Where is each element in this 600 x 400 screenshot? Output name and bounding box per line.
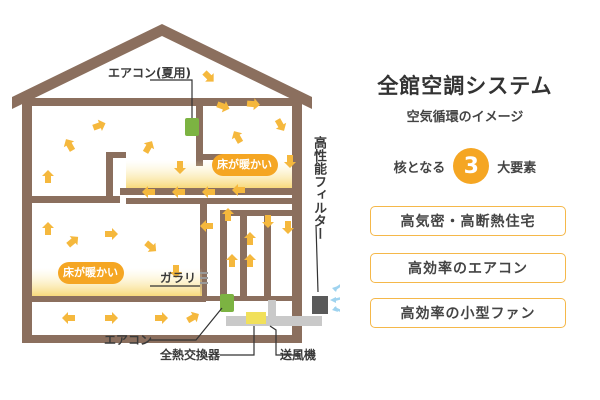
- aircon-label: エアコン: [104, 333, 153, 347]
- core-prefix: 核となる: [393, 160, 446, 176]
- house-diagram: [12, 24, 340, 356]
- warm-badge-upper: [212, 154, 278, 176]
- gallery-vent: [200, 272, 208, 284]
- floor-warm-upper-text: 床が暖かい: [217, 158, 272, 171]
- blower-unit: [246, 312, 266, 324]
- heat-exchanger-unit: [312, 296, 328, 314]
- aircon-unit: [220, 294, 234, 312]
- element-box-2: 高効率のエアコン: [370, 253, 566, 283]
- duct-pipe: [226, 316, 322, 326]
- heat-exchanger-label: 全熱交換器: [160, 348, 221, 362]
- aircon-summer-unit: [185, 118, 199, 136]
- duct-pipe-vertical: [268, 300, 276, 320]
- filter-label: 高性能フィルター: [311, 136, 326, 240]
- leader-lines: [150, 79, 319, 356]
- core-elements-heading: 核となる 3 大要素: [360, 146, 570, 186]
- page-subtitle: 空気循環のイメージ: [406, 110, 524, 125]
- blower-label: 送風機: [280, 348, 317, 362]
- warm-badge-lower: [58, 262, 124, 284]
- core-suffix: 大要素: [497, 160, 537, 176]
- gallery-label: ガラリ: [160, 271, 197, 285]
- page-title: 全館空調システム: [377, 74, 553, 98]
- element-box-3: 高効率の小型ファン: [370, 298, 566, 328]
- core-number-badge: 3: [453, 148, 490, 184]
- aircon-summer-label: エアコン(夏用): [108, 66, 191, 80]
- floor-warm-lower-text: 床が暖かい: [63, 266, 118, 279]
- duct-walls: [106, 106, 292, 302]
- element-box-1: 高気密・高断熱住宅: [370, 206, 566, 236]
